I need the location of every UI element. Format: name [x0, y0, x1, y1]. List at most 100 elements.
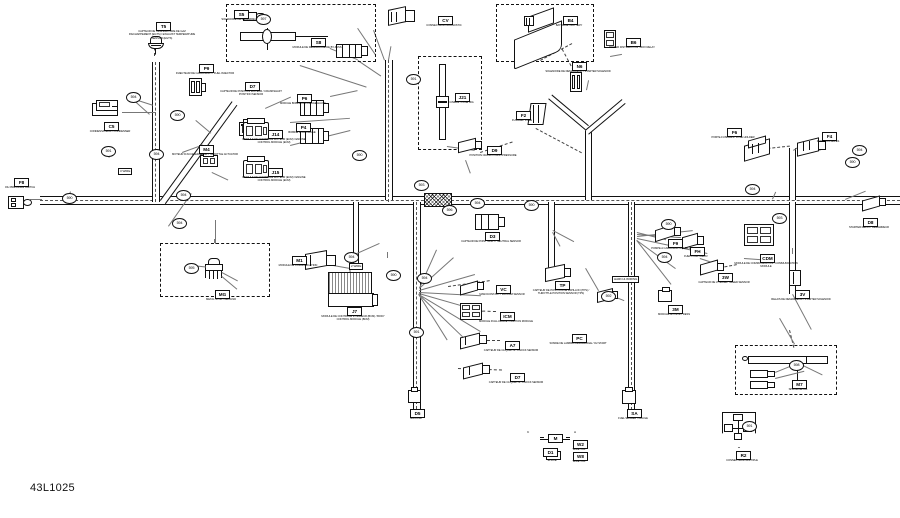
- connector-code-r2[interactable]: R2: [736, 451, 751, 460]
- connector-code-vc[interactable]: VC: [496, 285, 511, 294]
- connector-code-m7[interactable]: M7: [792, 380, 807, 389]
- connector-code-d9[interactable]: D9: [487, 146, 502, 155]
- connector-desc-d7b: CAPTEUR DE CLIQUETIS / KNOCK SENSOR: [488, 381, 544, 384]
- connector-code-3w[interactable]: 3W: [718, 273, 733, 282]
- branch-right-up: [789, 148, 796, 200]
- connector-code-3v[interactable]: 3V: [795, 290, 810, 299]
- balloon-callout[interactable]: 590: [170, 110, 185, 121]
- balloon-callout[interactable]: 598: [789, 360, 804, 371]
- connector-code-f9[interactable]: F9: [668, 239, 683, 248]
- connector-code-j14[interactable]: J14: [268, 130, 283, 139]
- connector-code-j7[interactable]: J7: [347, 307, 362, 316]
- balloon-callout[interactable]: 596: [442, 205, 457, 216]
- balloon-callout[interactable]: 594: [417, 273, 432, 284]
- wire-label: HARN & WIRING: [612, 276, 640, 283]
- balloon-callout[interactable]: 591: [742, 421, 757, 432]
- connector-code-c5[interactable]: C5: [104, 122, 119, 131]
- connector-code-d5[interactable]: D5: [410, 409, 425, 418]
- branch-battery-up: [585, 126, 592, 200]
- connector-desc-j21: FUSIBLE / FUSE 30A: [448, 101, 474, 104]
- connector-code-mg[interactable]: MG: [215, 290, 230, 299]
- balloon-callout[interactable]: 590: [352, 150, 367, 161]
- balloon-callout[interactable]: 594: [470, 198, 485, 209]
- connector-desc-3v: RELAIS DE DEMARREUR / STARTER SOLENOID: [771, 298, 831, 301]
- lead-wire: [330, 90, 358, 97]
- balloon-callout[interactable]: 590: [524, 200, 539, 211]
- connector-desc-cv: CONNECTEUR DIAGNOSTIC: [426, 24, 462, 27]
- branch-ecm-vertical: [385, 60, 393, 200]
- branch-battery-angled: [585, 99, 626, 135]
- balloon-callout[interactable]: 590: [661, 219, 676, 230]
- connector-code-p9[interactable]: P9: [199, 64, 214, 73]
- balloon-callout[interactable]: 591: [409, 327, 424, 338]
- connector-code-j15[interactable]: J15: [268, 168, 283, 177]
- connector-code-b4[interactable]: B4: [563, 16, 578, 25]
- part-number: 43L1025: [30, 482, 75, 494]
- connector-code-b6[interactable]: B6: [626, 38, 641, 47]
- balloon-callout[interactable]: 594: [344, 252, 359, 263]
- connector-desc-w8: WIRE TAG: [572, 460, 586, 463]
- balloon-callout[interactable]: 593: [414, 180, 429, 191]
- balloon-callout[interactable]: 591: [101, 146, 116, 157]
- connector-code-d7b[interactable]: D7: [510, 373, 525, 382]
- balloon-callout[interactable]: 591: [406, 74, 421, 85]
- balloon-callout[interactable]: 595: [184, 263, 199, 274]
- connector-code-f4[interactable]: F4: [822, 132, 837, 141]
- branch-bcm-down: [353, 202, 359, 266]
- connector-code-tp[interactable]: TP: [555, 281, 570, 290]
- branch-battery-angled-2: [548, 94, 589, 130]
- connector-code-t5[interactable]: T5: [156, 22, 171, 31]
- connector-code-d3[interactable]: D3: [485, 232, 500, 241]
- inset-fuse-detail: [418, 56, 482, 150]
- connector-desc-sa: FUEL SENDER / GAUGE: [618, 417, 648, 420]
- connector-code-pc[interactable]: PC: [572, 334, 587, 343]
- connector-code-d8[interactable]: D8: [863, 218, 878, 227]
- connector-j7-bcm-glyph: [328, 272, 372, 294]
- connector-desc-f2: FUSIBLE / FUSE: [512, 119, 532, 122]
- connector-desc-a7: CAPTEUR DE CLIQUETIS / KNOCK SENSOR: [483, 349, 539, 352]
- splice-bottom-code: D1: [543, 448, 558, 457]
- balloon-callout[interactable]: 590: [386, 270, 401, 281]
- branch-ecm-centerline: [388, 60, 389, 202]
- connector-desc-d3: CAPTEUR DE POINT MORT / NEUTRAL SENSOR: [461, 240, 521, 243]
- balloon-callout[interactable]: 594: [172, 218, 187, 229]
- balloon-callout[interactable]: 594: [657, 252, 672, 263]
- connector-code-p4[interactable]: P4: [296, 123, 311, 132]
- balloon-callout[interactable]: 594: [176, 190, 191, 201]
- balloon-callout[interactable]: 594: [126, 92, 141, 103]
- balloon-callout[interactable]: 590: [62, 193, 77, 204]
- connector-code-fh[interactable]: FH: [690, 247, 705, 256]
- connector-desc-b6: POWER DISTRIBUTION / BOX RELAY: [609, 46, 655, 49]
- connector-code-w2[interactable]: W2: [573, 440, 588, 449]
- connector-code-s5[interactable]: S5: [234, 10, 249, 19]
- connector-code-icm[interactable]: ICM: [500, 312, 515, 321]
- connector-code-m4[interactable]: M4: [199, 145, 214, 154]
- connector-code-p6[interactable]: P6: [297, 94, 312, 103]
- balloon-callout[interactable]: 593: [772, 213, 787, 224]
- connector-code-f6[interactable]: F6: [727, 128, 742, 137]
- balloon-callout[interactable]: 594: [852, 145, 867, 156]
- connector-desc-j15: MODULE DE CONTROLE MOTEUR (ECM) / ENGINE…: [242, 176, 306, 183]
- connector-code-f8[interactable]: F8: [14, 178, 29, 187]
- connector-code-f2[interactable]: F2: [516, 111, 531, 120]
- inset-top-left-starter-detail: [226, 4, 376, 62]
- connector-code-3m[interactable]: 3M: [668, 305, 683, 314]
- connector-code-s8[interactable]: S8: [311, 38, 326, 47]
- lead-wire: [465, 160, 471, 174]
- balloon-callout[interactable]: 594: [745, 184, 760, 195]
- connector-code-cdm[interactable]: CDM: [760, 254, 775, 263]
- connector-code-sa[interactable]: SA: [627, 409, 642, 418]
- connector-code-n6[interactable]: N6: [572, 62, 587, 71]
- balloon-callout[interactable]: 597: [256, 14, 271, 25]
- connector-code-j21[interactable]: J21: [455, 93, 470, 102]
- connector-desc-tp: CAPTEUR DE POSITION DE PAPILLON (TPS) / …: [532, 289, 590, 296]
- balloon-callout[interactable]: 592: [601, 291, 616, 302]
- lead-wire: [387, 252, 388, 258]
- connector-code-w8[interactable]: W8: [573, 452, 588, 461]
- balloon-callout[interactable]: 594: [149, 149, 164, 160]
- connector-code-m1[interactable]: M1: [292, 256, 307, 265]
- balloon-callout[interactable]: 590: [845, 157, 860, 168]
- connector-code-d7[interactable]: D7: [245, 82, 260, 91]
- connector-code-a7[interactable]: A7: [505, 341, 520, 350]
- connector-code-cv[interactable]: CV: [438, 16, 453, 25]
